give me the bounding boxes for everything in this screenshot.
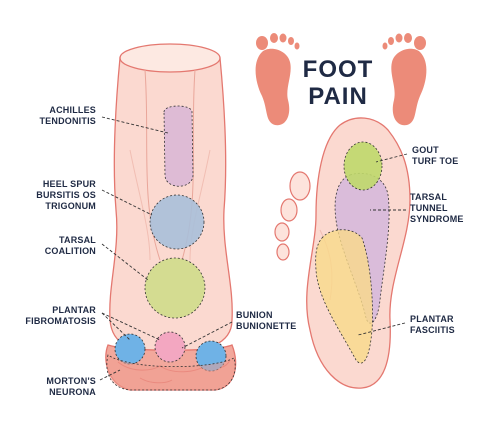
plantar-fibro-leader-1 <box>101 312 131 341</box>
plantar-fasciitis-region <box>315 229 373 364</box>
label-bunion: BUNION BUNIONETTE <box>236 310 297 331</box>
diagram-title: FOOT PAIN <box>288 56 388 110</box>
mortons-left-region <box>114 333 146 365</box>
gout-region <box>343 141 383 191</box>
gout-leader <box>375 153 408 163</box>
label-mortons-neurona: MORTON'S NEURONA <box>46 376 96 397</box>
label-heel-spur: HEEL SPUR BURSITIS OS TRIGONUM <box>36 179 96 211</box>
label-tarsal-tunnel: TARSAL TUNNEL SYNDROME <box>410 192 464 224</box>
label-plantar-fibromatosis: PLANTAR FIBROMATOSIS <box>25 305 96 326</box>
plantar-fibromatosis-region <box>154 331 186 363</box>
leader-lines <box>99 116 408 381</box>
title-line-1: FOOT <box>302 56 374 83</box>
footprint-right-icon <box>382 33 427 126</box>
plantar-fibro-leader-2 <box>101 312 161 341</box>
heel-spur-region <box>149 194 205 250</box>
heel-spur-leader <box>101 189 153 216</box>
label-achilles-tendonitis: ACHILLES TENDONITIS <box>39 105 96 126</box>
title-line-2: PAIN <box>308 83 368 110</box>
label-gout-turf-toe: GOUT TURF TOE <box>412 145 459 166</box>
bunion-leader <box>181 321 233 349</box>
tarsal-coalition-region <box>144 257 206 319</box>
mortons-toe-region <box>106 354 236 391</box>
label-plantar-fasciitis: PLANTAR FASCIITIS <box>410 314 455 335</box>
label-tarsal-coalition: TARSAL COALITION <box>44 235 96 256</box>
footprint-left-icon <box>255 33 300 126</box>
achilles-leader <box>101 116 169 134</box>
plantar-fasciitis-leader <box>357 322 406 336</box>
mortons-leader <box>99 369 121 381</box>
achilles-region <box>163 105 194 187</box>
